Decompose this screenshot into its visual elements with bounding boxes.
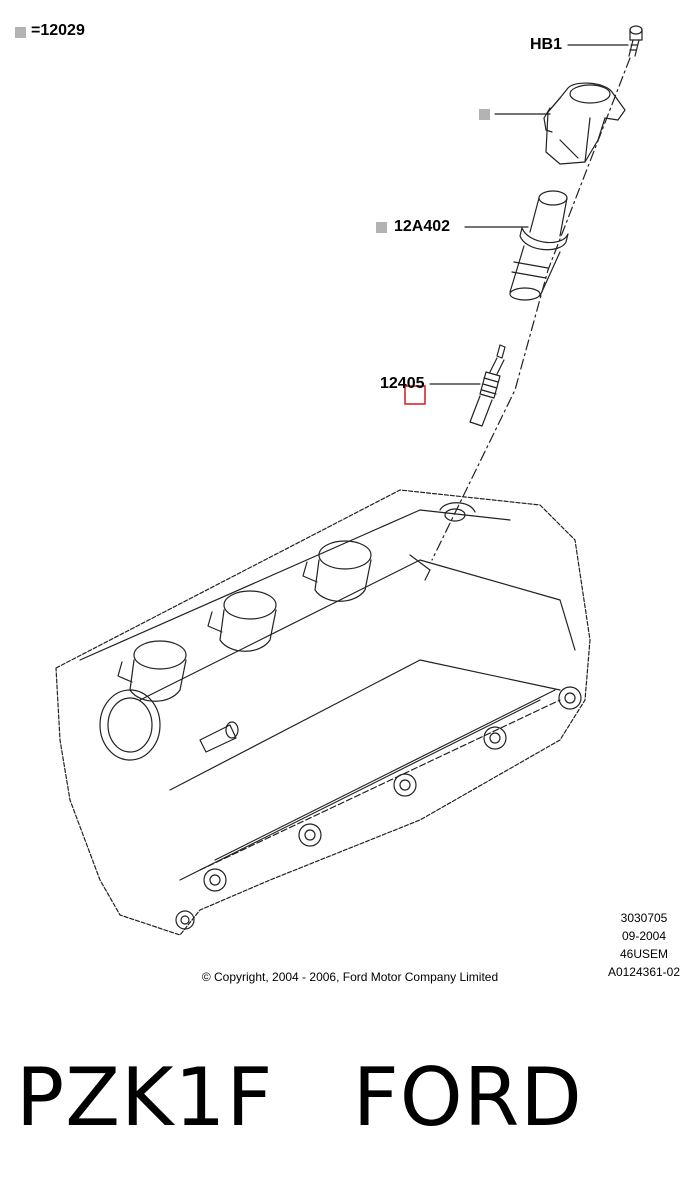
- callout-hb1: HB1: [530, 36, 563, 53]
- brand-text: FORD: [352, 1051, 583, 1144]
- bolt-hb1-drawing: [628, 25, 643, 57]
- copyright-notice: © Copyright, 2004 - 2006, Ford Motor Com…: [201, 970, 499, 984]
- spark-plug-highlight-box: [404, 385, 426, 405]
- legend-equals-label: =12029: [31, 22, 85, 39]
- boot-marker-square: [376, 222, 387, 233]
- coil-marker-square: [479, 109, 490, 120]
- part-caption: PZK1F FORD: [16, 1048, 583, 1148]
- reference-code-3: 46USEM: [619, 947, 669, 961]
- installed-coils-drawing: [117, 540, 431, 702]
- assembly-axis-line: [431, 57, 631, 561]
- reference-code-1: 3030705: [620, 911, 668, 925]
- coil-boot-drawing: [509, 190, 569, 301]
- spark-plug-drawing: [469, 344, 506, 427]
- exploded-ignition-diagram: [15, 25, 643, 936]
- ignition-coil-drawing: [543, 82, 626, 165]
- reference-code-4: A0124361-02: [607, 965, 681, 979]
- callout-12405: 12405: [380, 375, 425, 392]
- callout-12a402: 12A402: [394, 218, 451, 235]
- part-number-text: PZK1F: [16, 1051, 274, 1144]
- valve-cover-drawing: [55, 489, 591, 936]
- legend-marker-square: [15, 27, 26, 38]
- reference-code-2: 09-2004: [621, 929, 667, 943]
